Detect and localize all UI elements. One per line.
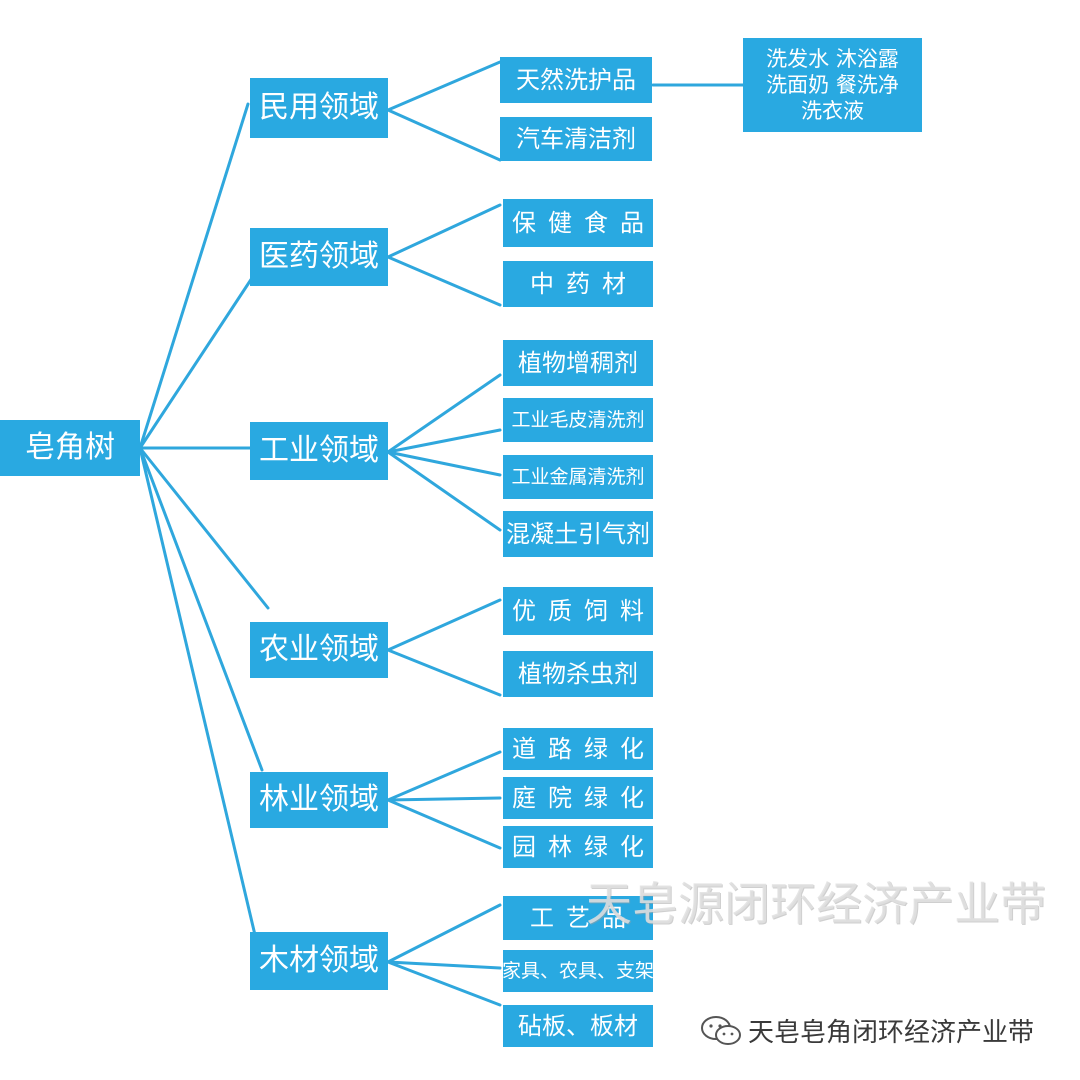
root-node: 皂角树 <box>0 420 140 476</box>
leaf-air-entraining-agent: 混凝土引气剂 <box>503 511 653 557</box>
detail-line: 洗衣液 <box>801 99 864 124</box>
leaf-insecticide: 植物杀虫剂 <box>503 651 653 697</box>
connector-line <box>386 796 502 802</box>
connector-line <box>386 903 502 964</box>
leaf-crafts: 工艺品 <box>503 896 653 940</box>
category-civil: 民用领域 <box>250 78 388 138</box>
connector-line <box>138 446 264 772</box>
leaf-health-food: 保健食品 <box>503 199 653 247</box>
leaf-car-cleaner: 汽车清洁剂 <box>500 117 652 161</box>
detail-box: 洗发水 沐浴露 洗面奶 餐洗净 洗衣液 <box>743 38 922 132</box>
leaf-furniture: 家具、农具、支架 <box>502 950 654 992</box>
connector-line <box>386 960 502 970</box>
connector-line <box>386 108 502 162</box>
connector-line <box>386 203 502 259</box>
connector-line <box>386 450 502 532</box>
leaf-natural-care: 天然洗护品 <box>500 57 652 103</box>
detail-line: 洗面奶 餐洗净 <box>766 72 899 97</box>
connector-line <box>386 373 502 454</box>
connector-line <box>386 428 502 454</box>
connector-line <box>386 450 502 477</box>
category-medicine: 医药领域 <box>250 228 388 286</box>
watermark-text: 天皂源闭环经济产业带 <box>586 877 1046 931</box>
leaf-yard-greening: 庭院绿化 <box>503 777 653 819</box>
leaf-garden-greening: 园林绿化 <box>503 826 653 868</box>
leaf-metal-cleaner: 工业金属清洗剂 <box>503 455 653 499</box>
category-industry: 工业领域 <box>250 422 388 480</box>
connector-line <box>386 255 502 307</box>
connector-line <box>386 750 502 802</box>
connector-line <box>386 60 502 112</box>
leaf-feed: 优质饲料 <box>503 587 653 635</box>
leaf-herbal-medicine: 中药材 <box>503 261 653 307</box>
category-agriculture: 农业领域 <box>250 622 388 678</box>
connector-line <box>386 648 502 697</box>
connector-line <box>138 446 257 937</box>
footer-text: 天皂皂角闭环经济产业带 <box>748 1018 1035 1048</box>
leaf-thickener: 植物增稠剂 <box>503 340 653 386</box>
wechat-icon <box>701 1015 741 1045</box>
category-forestry: 林业领域 <box>250 772 388 828</box>
detail-line: 洗发水 沐浴露 <box>766 46 899 71</box>
connector-line <box>138 102 250 450</box>
connector-line <box>386 798 502 850</box>
leaf-fur-cleaner: 工业毛皮清洗剂 <box>503 398 653 442</box>
footer-source: 天皂皂角闭环经济产业带 <box>700 1012 1034 1049</box>
connector-line <box>386 960 502 1007</box>
connector-line <box>138 446 270 610</box>
connector-line <box>138 276 254 450</box>
category-timber: 木材领域 <box>250 932 388 990</box>
leaf-boards: 砧板、板材 <box>503 1005 653 1047</box>
leaf-road-greening: 道路绿化 <box>503 728 653 770</box>
connector-line <box>386 598 502 652</box>
